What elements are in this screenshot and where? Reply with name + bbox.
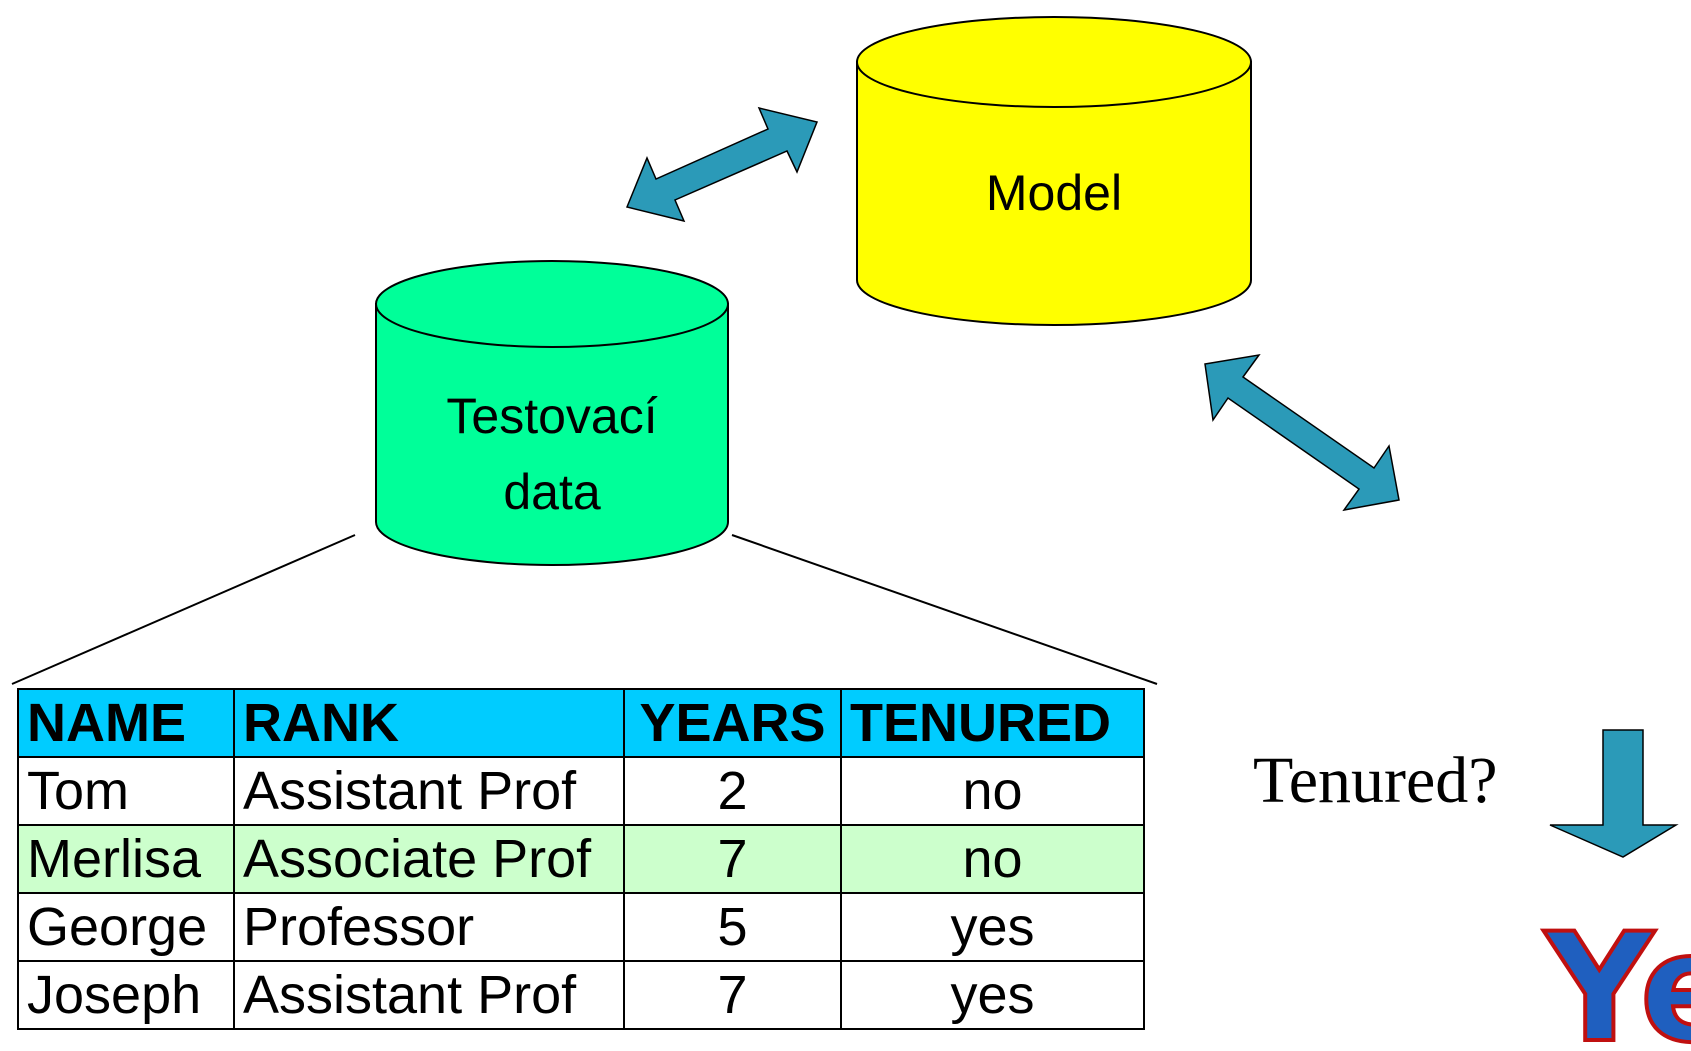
cell-tenured: no xyxy=(840,756,1145,826)
double-arrow-icon xyxy=(1204,353,1400,512)
column-header-tenured: TENURED xyxy=(840,688,1145,758)
cell-tenured: yes xyxy=(840,960,1145,1030)
test-data-label-line-2: data xyxy=(503,464,601,520)
model-cylinder: Model xyxy=(856,16,1252,326)
cell-rank: Assistant Prof xyxy=(233,960,625,1030)
cell-name: Joseph xyxy=(17,960,235,1030)
cell-rank: Assistant Prof xyxy=(233,756,625,826)
test-data-cylinder: Testovací data xyxy=(375,260,729,566)
model-cylinder-body xyxy=(856,61,1252,326)
cell-rank: Professor xyxy=(233,892,625,962)
cell-name: Merlisa xyxy=(17,824,235,894)
cell-tenured: yes xyxy=(840,892,1145,962)
model-cylinder-top xyxy=(856,16,1252,108)
model-label: Model xyxy=(986,165,1122,221)
cell-years: 7 xyxy=(623,960,842,1030)
double-arrow-icon xyxy=(625,106,819,223)
table-row: Tom Assistant Prof 2 no xyxy=(17,756,1145,826)
query-text: Tenured? xyxy=(1253,744,1498,817)
table-row: Joseph Assistant Prof 7 yes xyxy=(17,960,1145,1030)
cell-years: 2 xyxy=(623,756,842,826)
zoom-line-left xyxy=(11,534,356,685)
down-arrow-icon xyxy=(1549,729,1679,858)
cell-years: 5 xyxy=(623,892,842,962)
test-data-table: NAME RANK YEARS TENURED Tom Assistant Pr… xyxy=(17,688,1145,1030)
column-header-years: YEARS xyxy=(623,688,842,758)
cell-rank: Associate Prof xyxy=(233,824,625,894)
column-header-name: NAME xyxy=(17,688,235,758)
table-row: George Professor 5 yes xyxy=(17,892,1145,962)
cell-name: Tom xyxy=(17,756,235,826)
test-data-label-line-1: Testovací xyxy=(446,388,657,444)
test-data-cylinder-body xyxy=(375,303,729,566)
answer-text: Yes xyxy=(1543,902,1691,1051)
column-header-rank: RANK xyxy=(233,688,625,758)
cell-name: George xyxy=(17,892,235,962)
table-header-row: NAME RANK YEARS TENURED xyxy=(17,688,1145,758)
zoom-line-right xyxy=(731,534,1158,685)
cell-years: 7 xyxy=(623,824,842,894)
cell-tenured: no xyxy=(840,824,1145,894)
table-row: Merlisa Associate Prof 7 no xyxy=(17,824,1145,894)
test-data-cylinder-top xyxy=(375,260,729,348)
